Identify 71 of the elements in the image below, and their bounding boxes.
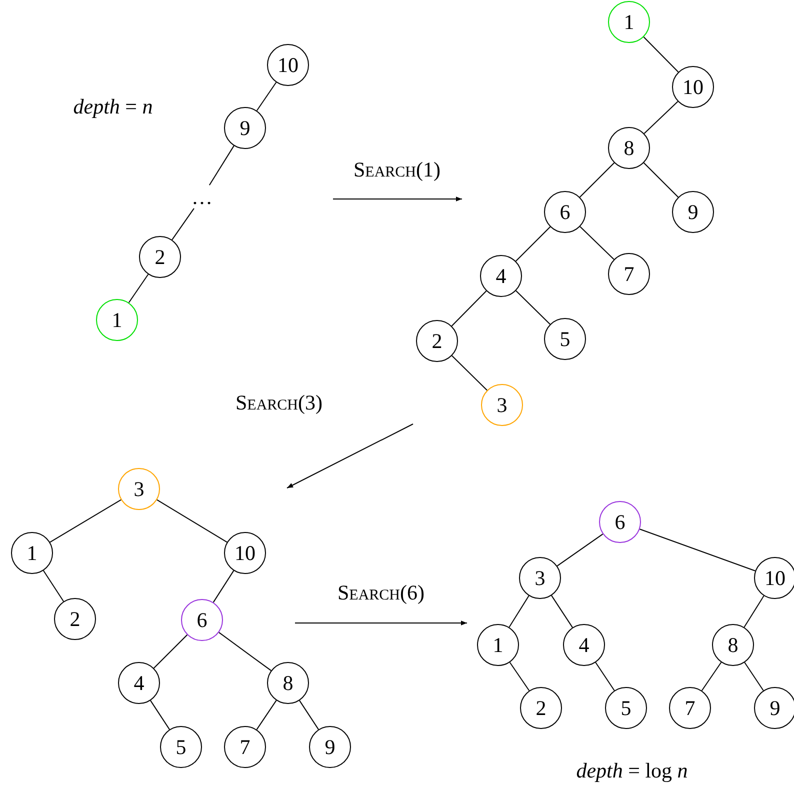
tree-edge bbox=[509, 662, 530, 692]
tree-node-circle: 9 bbox=[672, 191, 714, 233]
tree-edge bbox=[299, 700, 319, 730]
tree-node-circle: 8 bbox=[267, 662, 309, 704]
tree-edge bbox=[556, 534, 604, 566]
tree-node-circle: 7 bbox=[669, 687, 711, 729]
tree-edge bbox=[172, 208, 194, 240]
tree-node-circle: 3 bbox=[118, 468, 160, 510]
tree-node-circle: 1 bbox=[96, 299, 138, 341]
tree-edge bbox=[150, 700, 170, 730]
tree-node-circle: 8 bbox=[712, 624, 754, 666]
depth-formula: depth = log n bbox=[576, 758, 688, 784]
depth-formula: depth = n bbox=[73, 94, 153, 120]
tree-edge bbox=[643, 36, 679, 73]
ellipsis: … bbox=[187, 186, 217, 208]
tree-edge bbox=[644, 101, 678, 134]
tree-edge bbox=[643, 162, 679, 198]
operation-label: Search(1) bbox=[354, 158, 440, 182]
tree-node-circle: 6 bbox=[599, 501, 641, 543]
tree-node-circle: 4 bbox=[563, 624, 605, 666]
tree-edge bbox=[579, 162, 615, 198]
tree-edge bbox=[256, 700, 277, 730]
tree-node-circle: 5 bbox=[605, 687, 647, 729]
tree-edge bbox=[218, 632, 272, 672]
tree-edge bbox=[744, 595, 764, 628]
tree-node-circle: 3 bbox=[519, 557, 561, 599]
tree-node-circle: 1 bbox=[477, 624, 519, 666]
tree-node-circle: 5 bbox=[160, 726, 202, 768]
tree-edge bbox=[701, 662, 722, 692]
tree-edge bbox=[153, 634, 188, 669]
tree-node-circle: 10 bbox=[224, 532, 266, 574]
tree-node-circle: 9 bbox=[224, 107, 266, 149]
tree-edge bbox=[50, 499, 122, 543]
tree-node-circle: 6 bbox=[181, 599, 223, 641]
operation-label: Search(6) bbox=[338, 580, 424, 606]
tree-node-circle: 2 bbox=[139, 236, 181, 278]
tree-node-circle: 1 bbox=[608, 1, 650, 43]
tree-edge bbox=[208, 145, 234, 186]
tree-edge bbox=[451, 355, 488, 391]
tree-node-circle: 2 bbox=[416, 320, 458, 362]
tree-edge bbox=[595, 662, 615, 692]
tree-edge bbox=[42, 570, 64, 602]
operation-label: Search(3) bbox=[236, 390, 322, 416]
tree-node-circle: 7 bbox=[608, 253, 650, 295]
tree-edge bbox=[156, 499, 228, 543]
tree-node-circle: 10 bbox=[267, 44, 309, 86]
tree-edge bbox=[128, 274, 149, 304]
tree-edge bbox=[451, 290, 487, 327]
tree-node-circle: 9 bbox=[754, 687, 794, 729]
tree-node-circle: 10 bbox=[754, 557, 794, 599]
tree-node-circle: 4 bbox=[118, 662, 160, 704]
tree-node-circle: 6 bbox=[544, 191, 586, 233]
tree-edge bbox=[212, 570, 234, 603]
tree-node-circle: 7 bbox=[224, 726, 266, 768]
tree-node-circle: 2 bbox=[54, 598, 96, 640]
tree-node-circle: 2 bbox=[520, 687, 562, 729]
tree-edge bbox=[515, 226, 551, 262]
tree-edge bbox=[639, 528, 756, 572]
tree-edge bbox=[551, 595, 573, 628]
tree-edge bbox=[580, 226, 614, 260]
tree-node-circle: 1 bbox=[11, 532, 53, 574]
tree-node-circle: 5 bbox=[544, 318, 586, 360]
tree-edge bbox=[508, 595, 530, 628]
tree-edge bbox=[515, 290, 551, 325]
tree-node-circle: 4 bbox=[480, 255, 522, 297]
tree-node-circle: 3 bbox=[481, 384, 523, 426]
tree-edge bbox=[256, 82, 277, 112]
tree-edge bbox=[744, 662, 764, 692]
tree-node-circle: 10 bbox=[672, 66, 714, 108]
tree-node-circle: 9 bbox=[309, 726, 351, 768]
tree-node-circle: 8 bbox=[608, 127, 650, 169]
